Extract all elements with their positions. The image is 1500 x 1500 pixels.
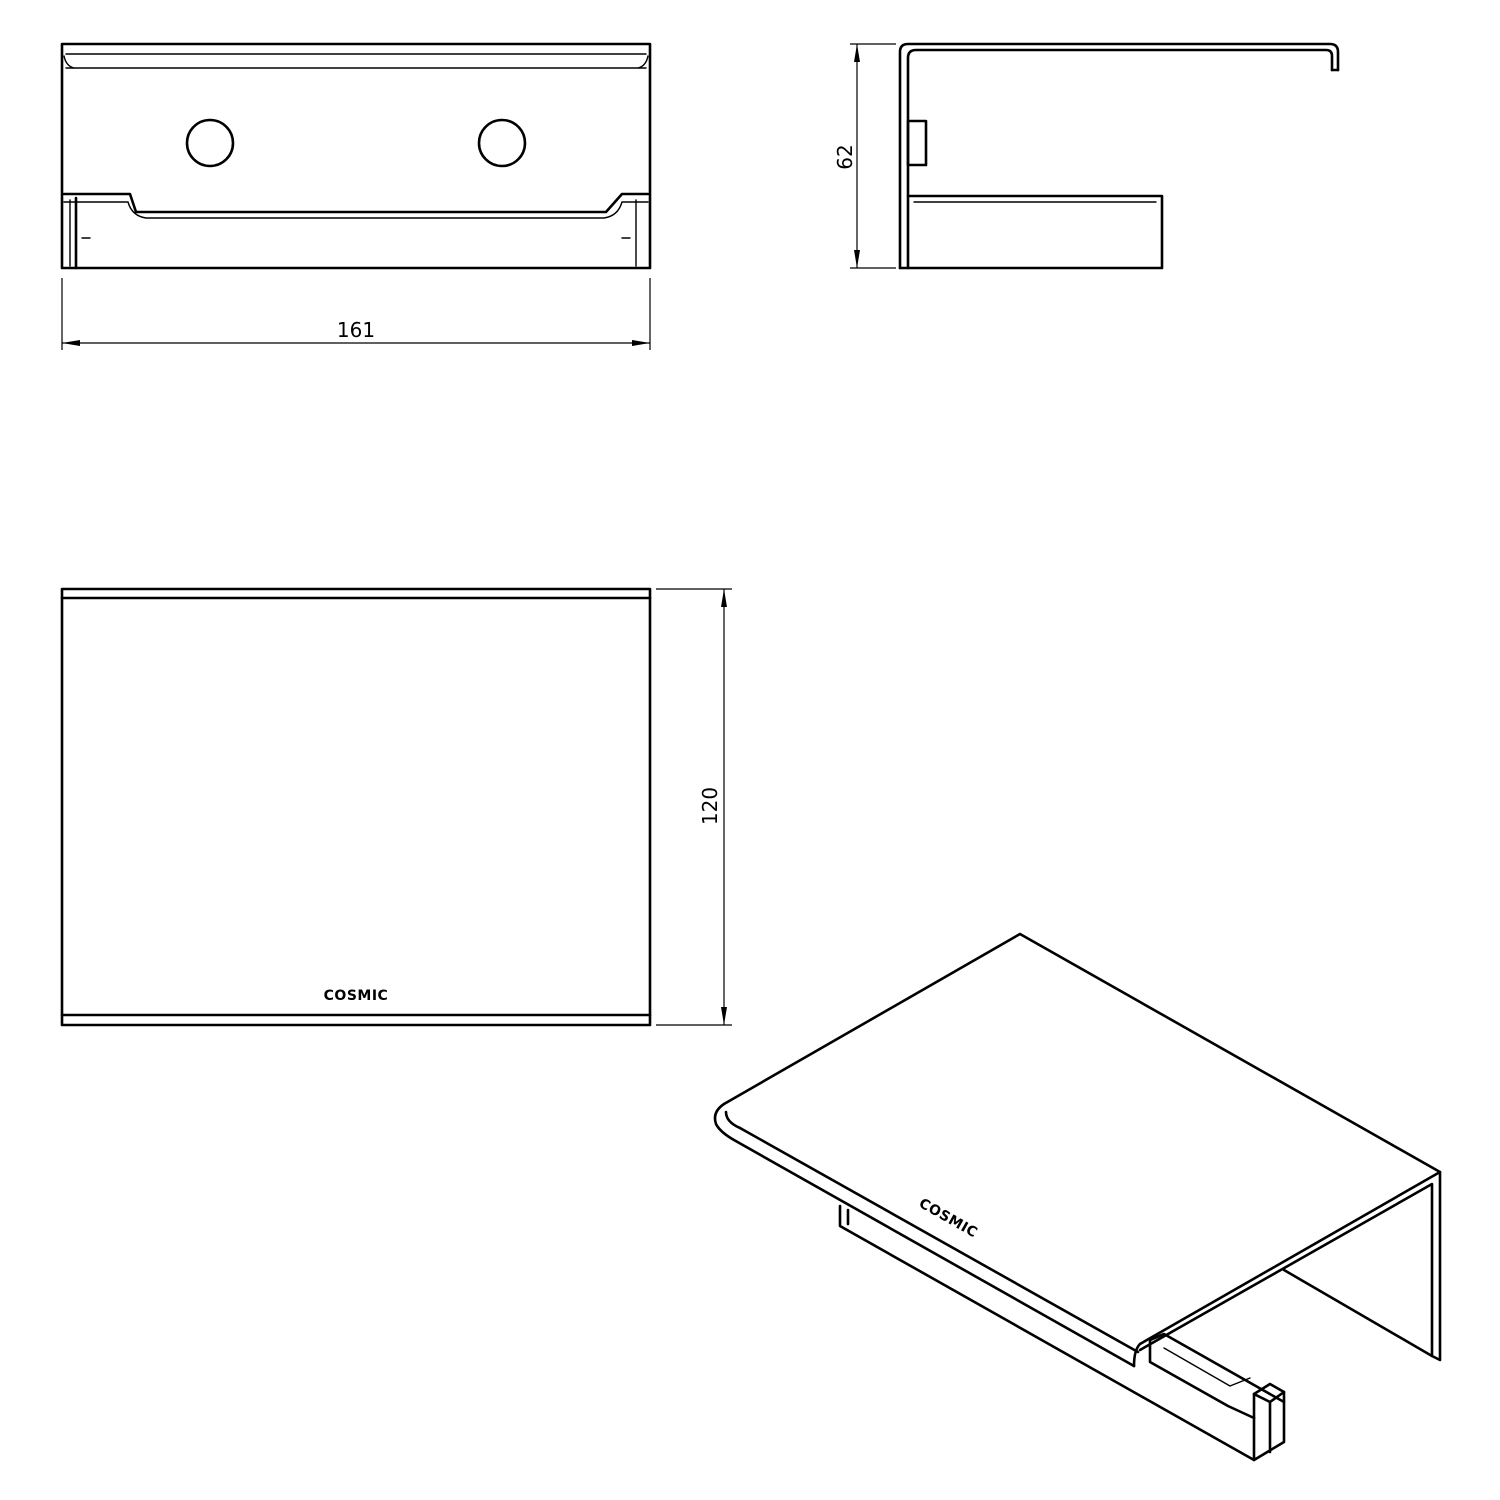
dim-depth-label: 120 xyxy=(698,787,722,825)
dim-width-label: 161 xyxy=(337,318,375,342)
iso-back-wall xyxy=(1138,1170,1442,1362)
side-view-outer-profile xyxy=(898,42,1340,270)
iso-front-panel xyxy=(838,1204,1256,1462)
iso-tray-end-cap xyxy=(1252,1382,1286,1420)
iso-brand-logo: COSMIC xyxy=(916,1196,980,1242)
dim-height-arrow-bottom xyxy=(854,250,860,268)
isometric-view: COSMIC xyxy=(713,932,1442,1462)
side-view-clip xyxy=(906,119,928,167)
front-view-outline xyxy=(60,42,652,270)
dim-width-arrow-right xyxy=(632,340,650,346)
dim-height-arrow-top xyxy=(854,44,860,62)
iso-tray-arm-inner xyxy=(1148,1338,1256,1420)
iso-top-plate xyxy=(722,932,1442,1346)
top-view-brand-logo: COSMIC xyxy=(324,988,389,1004)
front-tray-profile-inner xyxy=(63,201,649,219)
mounting-hole-right xyxy=(477,118,527,168)
iso-front-lip-outer xyxy=(713,1102,1136,1368)
side-view-inner-profile xyxy=(906,48,1334,270)
iso-front-lip-end xyxy=(1132,1342,1142,1368)
front-view xyxy=(60,42,652,270)
dim-depth-arrow-bottom xyxy=(721,1007,727,1025)
front-top-lip-curve-left xyxy=(63,55,75,69)
side-view-tray xyxy=(898,194,1164,270)
dim-depth-arrow-top xyxy=(721,589,727,607)
iso-tray-arm xyxy=(1148,1332,1286,1462)
top-view-outline xyxy=(60,587,652,1027)
mounting-hole-left xyxy=(185,118,235,168)
top-view: COSMIC xyxy=(60,587,652,1027)
dimension-depth: 120 xyxy=(656,588,732,1026)
dim-width-arrow-left xyxy=(62,340,80,346)
iso-front-lip-inner xyxy=(724,1110,1140,1354)
side-view: 62 xyxy=(833,42,1340,270)
front-top-lip-curve-right xyxy=(637,55,649,69)
dim-height-label: 62 xyxy=(833,144,857,169)
iso-back-wall-bottom-edge xyxy=(1282,1268,1434,1358)
iso-tray-groove xyxy=(1163,1347,1251,1387)
front-tray-profile xyxy=(62,192,650,214)
dimension-width: 161 xyxy=(61,278,651,350)
iso-front-lip-highlight xyxy=(739,1127,1139,1353)
